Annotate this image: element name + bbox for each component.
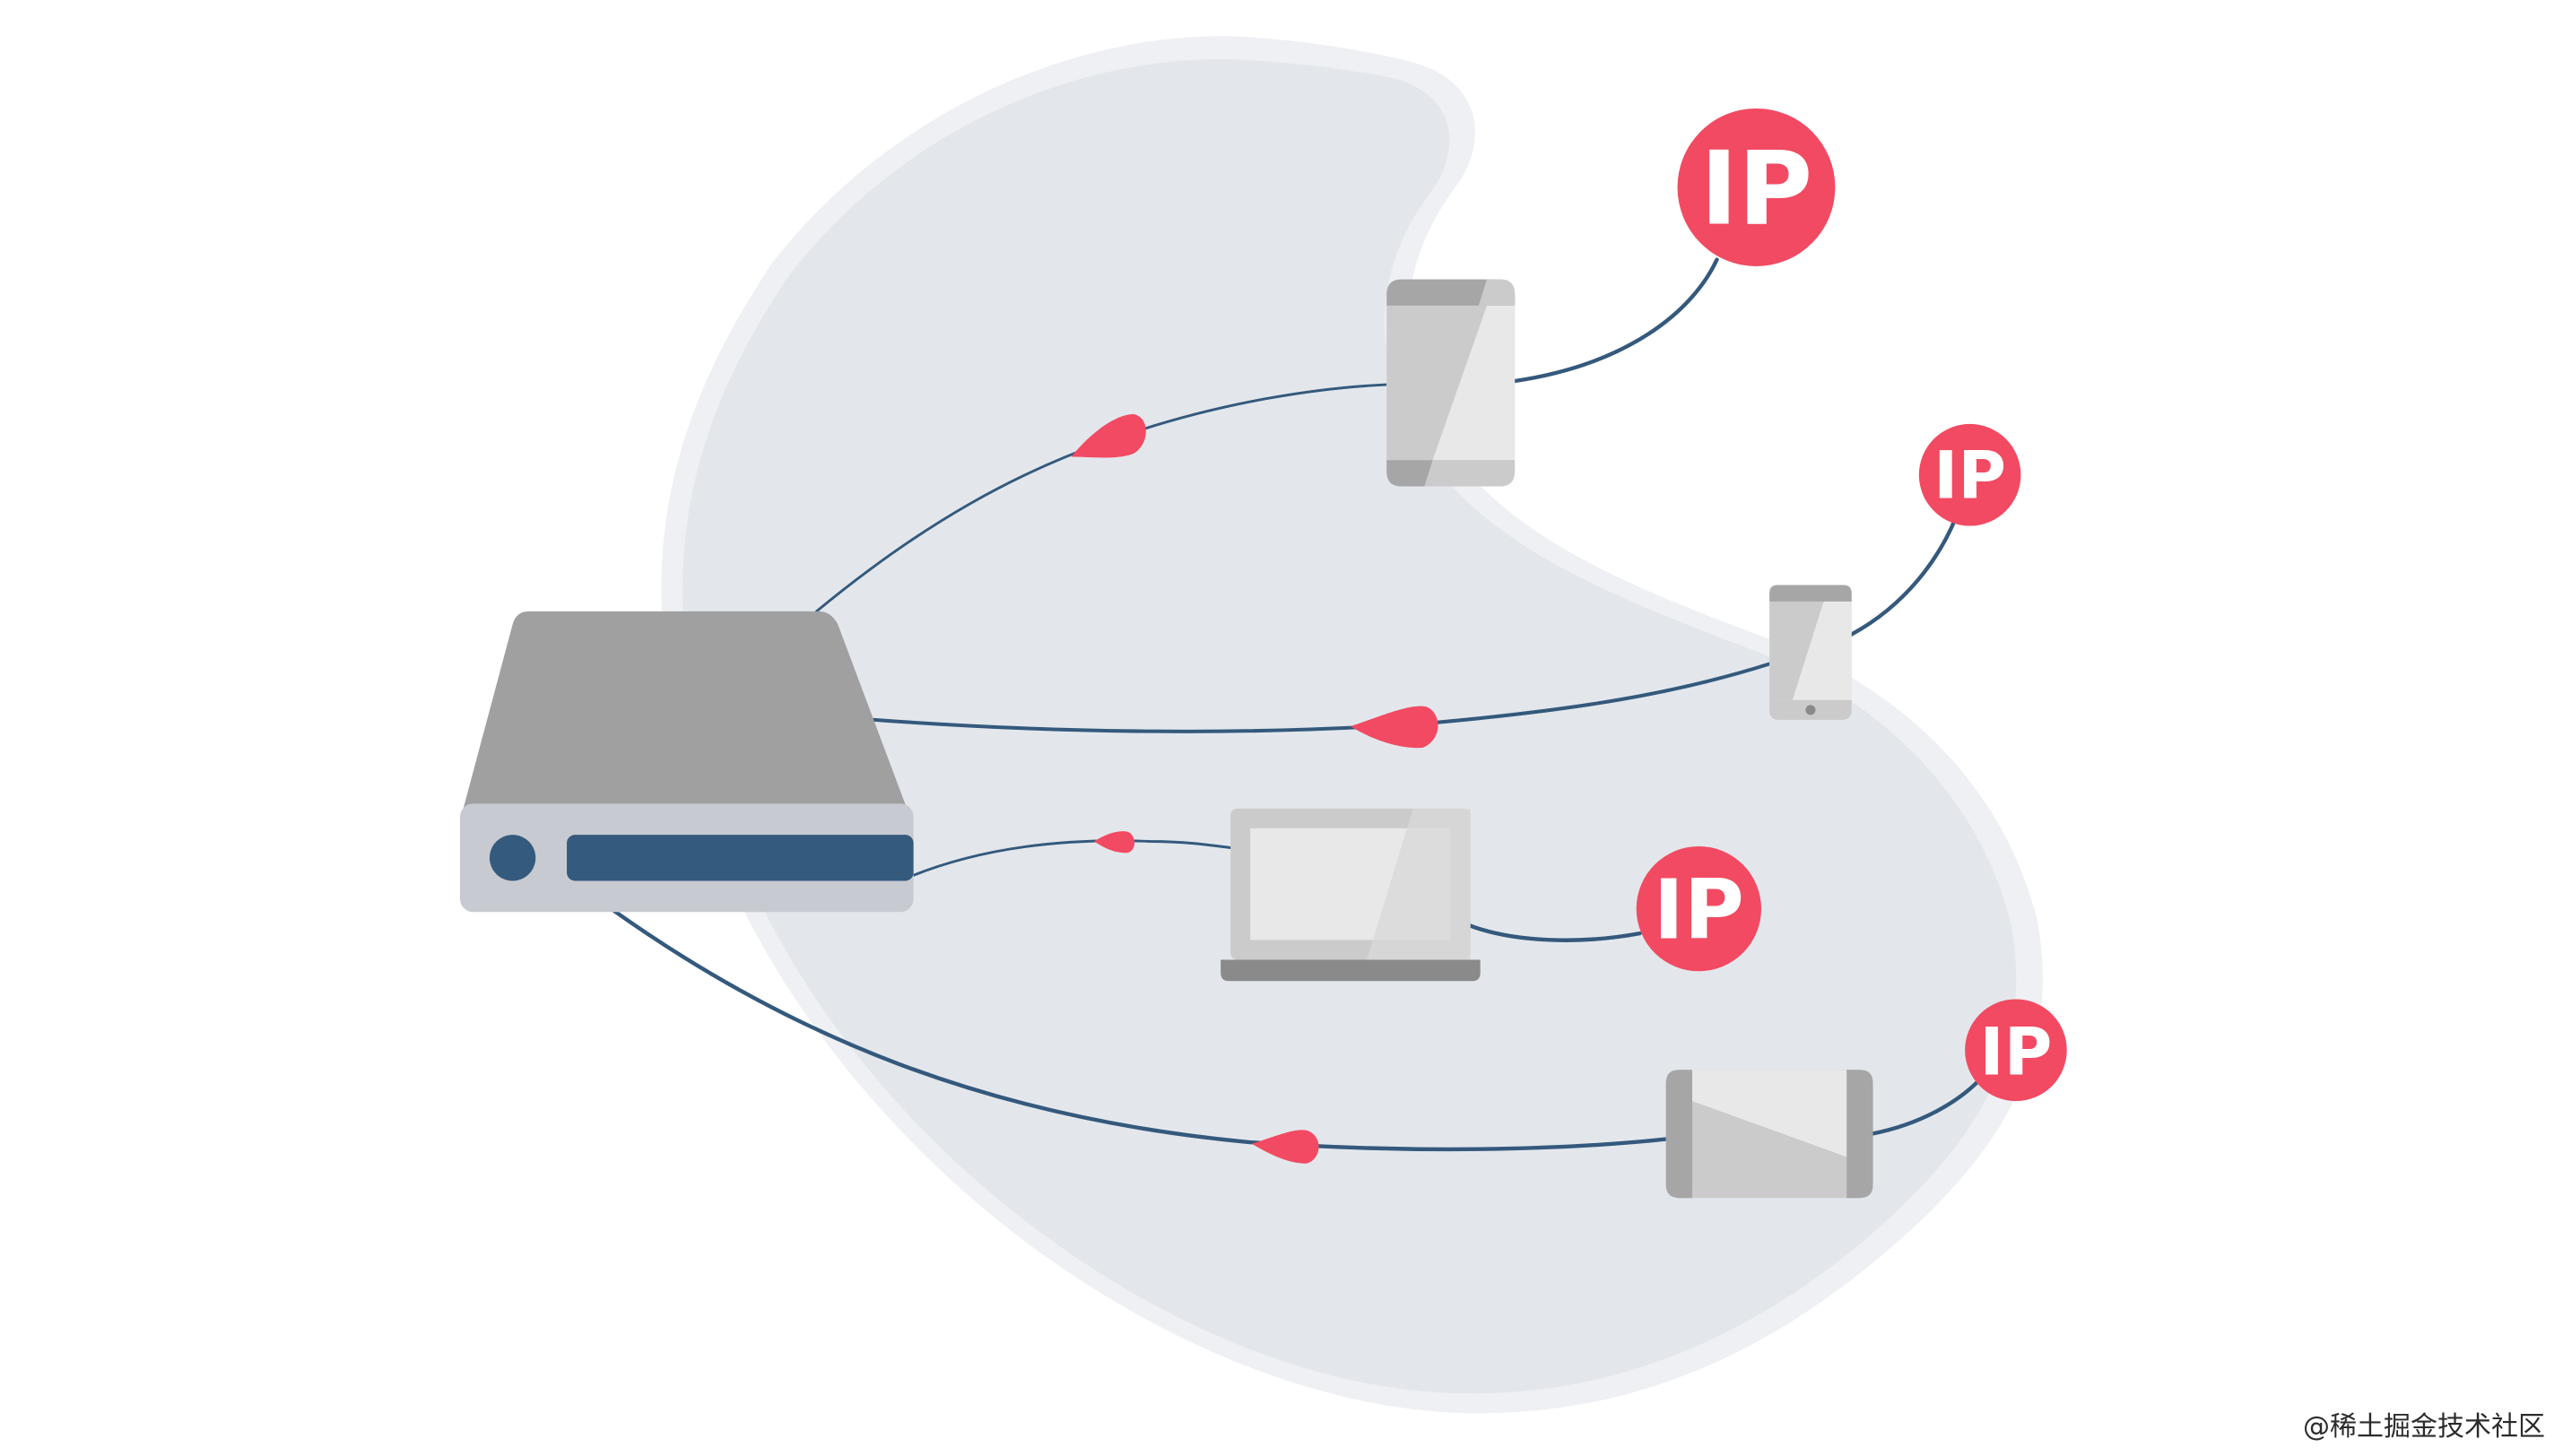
cable-server-tablet: [609, 906, 1672, 1152]
cable-phone-large-ip: [1511, 257, 1719, 384]
smartphone-icon: [1386, 279, 1516, 487]
cable-phone-small-ip: [1849, 517, 1958, 637]
watermark-text: @稀土掘金技术社区: [2303, 1411, 2545, 1443]
ip-badge-phone-small: IP: [1918, 423, 2021, 526]
arrow-marker-icon: [1252, 1130, 1319, 1164]
ip-cables: [1466, 257, 1980, 1136]
arrow-marker-icon: [1350, 706, 1438, 749]
smartphone-icon: [1769, 585, 1852, 720]
cable-laptop-ip: [1466, 923, 1642, 942]
ip-badge-tablet: IP: [1965, 999, 2067, 1102]
cable-tablet-ip: [1869, 1079, 1980, 1136]
svg-text:IP: IP: [1654, 862, 1744, 958]
svg-text:IP: IP: [1700, 129, 1813, 247]
ip-badge-phone-large: IP: [1677, 108, 1836, 266]
svg-text:IP: IP: [1979, 1015, 2052, 1091]
arrow-marker-icon: [1094, 831, 1135, 854]
ip-badge-laptop: IP: [1636, 845, 1761, 972]
laptop-icon: [1221, 808, 1481, 982]
server-icon: [459, 611, 914, 913]
tablet-icon: [1665, 1070, 1873, 1199]
svg-text:IP: IP: [1933, 438, 2006, 514]
arrow-marker-icon: [1071, 413, 1146, 458]
arrow-markers: [1071, 413, 1438, 1164]
